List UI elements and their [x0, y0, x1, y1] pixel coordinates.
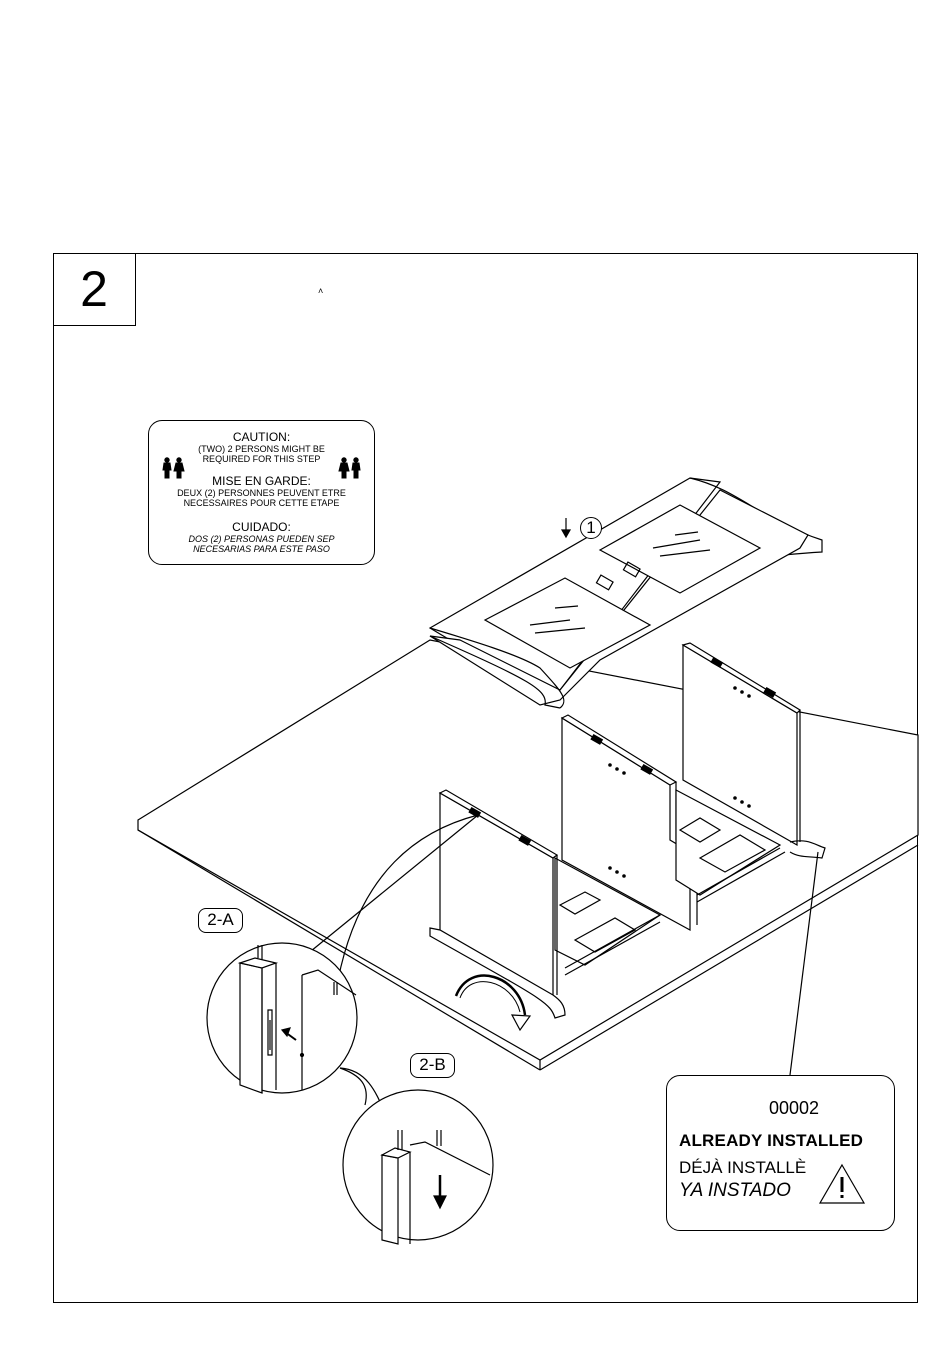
warning-triangle-icon	[817, 1162, 867, 1206]
caution-es-line2: NECESARIAS PARA ESTE PASO	[149, 544, 374, 554]
already-installed-fr: DÉJÀ INSTALLÈ	[679, 1158, 806, 1178]
caution-es-title: CUIDADO:	[149, 521, 374, 534]
part-code: 00002	[769, 1098, 819, 1119]
already-installed-en: ALREADY INSTALLED	[679, 1131, 863, 1151]
detail-b-label: 2-B	[410, 1053, 455, 1078]
two-persons-icon-left	[161, 457, 187, 479]
caution-en-title: CAUTION:	[149, 431, 374, 444]
detail-b-circle	[343, 1090, 493, 1244]
caution-fr-line1: DEUX (2) PERSONNES PEUVENT ETRE	[149, 488, 374, 498]
top-frame-part	[430, 478, 822, 708]
part-1-callout: 1	[580, 517, 602, 539]
already-installed-box: 00002 ALREADY INSTALLED DÉJÀ INSTALLÈ YA…	[666, 1075, 895, 1231]
caution-fr-line2: NECESSAIRES POUR CETTE ETAPE	[149, 498, 374, 508]
detail-a-label: 2-A	[198, 908, 243, 933]
detail-a-circle	[207, 943, 357, 1093]
caution-box: CAUTION: (TWO) 2 PERSONS MIGHT BE REQUIR…	[148, 420, 375, 565]
already-installed-es: YA INSTADO	[679, 1180, 791, 1202]
caution-en-line1: (TWO) 2 PERSONS MIGHT BE	[149, 444, 374, 454]
two-persons-icon-right	[338, 457, 364, 479]
caution-es-line1: DOS (2) PERSONAS PUEDEN SEP	[149, 534, 374, 544]
